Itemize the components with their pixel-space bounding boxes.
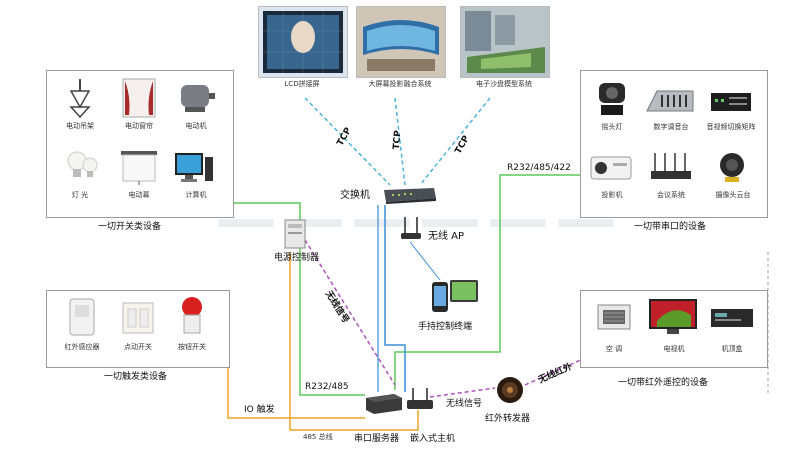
switch-group-caption: 一切开关类设备 <box>98 222 162 232</box>
wireless-line-power <box>304 239 396 386</box>
green-line-serial-group <box>394 174 580 390</box>
serial-item-1: 数字调音台 <box>653 123 689 131</box>
moving-head-light-icon <box>593 79 631 119</box>
ir-transmitter-icon <box>497 377 523 403</box>
r232-left-label: R232/485 <box>305 382 349 392</box>
serial-server-device <box>364 392 404 414</box>
ir-item-1: 电视机 <box>663 345 685 353</box>
trigger-item-0: 红外感应器 <box>64 343 100 351</box>
handheld-terminal-icon <box>432 280 478 312</box>
trigger-item-1: 点动开关 <box>124 343 152 351</box>
light-bulb-icon <box>65 147 99 189</box>
electric-hanger-icon <box>63 77 97 119</box>
trigger-device-group: 红外感应器 点动开关 按钮开关 <box>46 290 230 368</box>
sand-table-icon <box>461 7 549 77</box>
electric-motor-icon <box>175 77 217 117</box>
switch-item-4: 电动幕 <box>128 191 150 199</box>
embedded-host-device <box>405 386 435 412</box>
conference-system-icon <box>647 149 695 185</box>
serial-group-caption: 一切带串口的设备 <box>634 222 707 232</box>
top-device-label-sand: 电子沙盘模型系统 <box>476 80 532 88</box>
camera-ptz-icon <box>715 149 749 185</box>
television-icon <box>647 297 699 337</box>
push-switch-icon <box>121 301 155 337</box>
top-device-label-lcd: LCD拼接屏 <box>284 80 320 88</box>
wireless-ap-icon <box>401 217 421 239</box>
serial-item-5: 摄像头云台 <box>715 191 751 199</box>
io-trigger-label: IO 触发 <box>244 405 275 415</box>
serial-item-0: 摇头灯 <box>601 123 623 131</box>
trigger-group-caption: 一切触发类设备 <box>104 372 168 382</box>
r232-right-label: R232/485/422 <box>507 163 571 173</box>
switch-item-3: 灯 光 <box>71 191 89 199</box>
serial-item-3: 投影机 <box>601 191 623 199</box>
electric-curtain-icon <box>121 77 157 119</box>
ir-item-2: 机顶盒 <box>721 345 743 353</box>
switch-device <box>380 186 438 204</box>
orange-line-485 <box>289 252 419 431</box>
orange-line-io <box>227 350 365 419</box>
switch-item-0: 电动吊架 <box>66 122 94 130</box>
network-switch-icon <box>384 188 436 204</box>
serial-item-4: 会议系统 <box>657 191 685 199</box>
tcp-line-mid <box>394 97 406 186</box>
trigger-item-2: 按钮开关 <box>178 343 206 351</box>
projector-icon <box>589 151 633 185</box>
button-switch-icon <box>175 295 209 339</box>
tcp-label-mid: TCP <box>391 129 404 151</box>
electric-screen-icon <box>119 149 159 187</box>
av-matrix-icon <box>709 89 753 115</box>
wireless-ap-device <box>398 215 424 245</box>
ir-transmitter-label: 红外转发器 <box>485 414 531 424</box>
serial-device-group: 摇头灯 数字调音台 音视频切换矩阵 投影机 会议系统 摄像头云台 <box>580 70 768 218</box>
tcp-line-left <box>304 97 391 186</box>
mixer-icon <box>645 85 695 117</box>
ir-transmitter-device <box>496 376 524 404</box>
sand-table-image <box>460 6 550 78</box>
switch-item-1: 电动窗帘 <box>125 122 153 130</box>
handheld-link <box>409 241 441 281</box>
top-device-label-projection: 大屏幕投影融合系统 <box>368 80 432 88</box>
projection-fusion-image <box>356 6 446 78</box>
tcp-line-right <box>419 97 491 186</box>
blue-line-switch-host <box>384 205 406 392</box>
infrared-sensor-icon <box>67 297 97 339</box>
wireless-line-ir <box>429 387 496 398</box>
switch-item-5: 计算机 <box>185 191 207 199</box>
wireless-signal-label-2: 无线信号 <box>446 399 483 409</box>
wireless-line-ir-right <box>524 357 586 386</box>
lcd-wall-icon <box>263 11 343 73</box>
ir-group-caption: 一切带红外遥控的设备 <box>618 378 709 388</box>
serial-server-label: 串口服务器 <box>354 434 400 444</box>
set-top-box-icon <box>709 305 755 333</box>
bus485-label: 485 总线 <box>303 433 333 441</box>
computer-icon <box>173 151 215 187</box>
ir-item-0: 空 调 <box>605 345 623 353</box>
switch-device-group: 电动吊架 电动窗帘 电动机 灯 光 电动幕 计算机 <box>46 70 234 218</box>
handheld-device <box>430 278 480 318</box>
power-controller-label: 电源控制器 <box>274 253 320 263</box>
switch-item-2: 电动机 <box>185 122 207 130</box>
power-controller-icon <box>284 219 306 249</box>
embedded-host-label: 嵌入式主机 <box>410 434 456 444</box>
serial-item-2: 音视频切换矩阵 <box>706 123 756 131</box>
serial-server-icon <box>366 394 402 414</box>
embedded-host-icon <box>407 388 433 409</box>
green-line-switch-group <box>232 202 365 396</box>
handheld-label: 手持控制终端 <box>418 322 473 332</box>
ir-device-group: 空 调 电视机 机顶盒 <box>580 290 768 368</box>
air-conditioner-icon <box>595 301 633 333</box>
wireless-ap-label: 无线 AP <box>428 231 465 242</box>
projection-fusion-icon <box>357 7 445 77</box>
power-controller-device <box>283 218 307 250</box>
switch-label: 交换机 <box>340 190 370 201</box>
lcd-wall-image <box>258 6 348 78</box>
